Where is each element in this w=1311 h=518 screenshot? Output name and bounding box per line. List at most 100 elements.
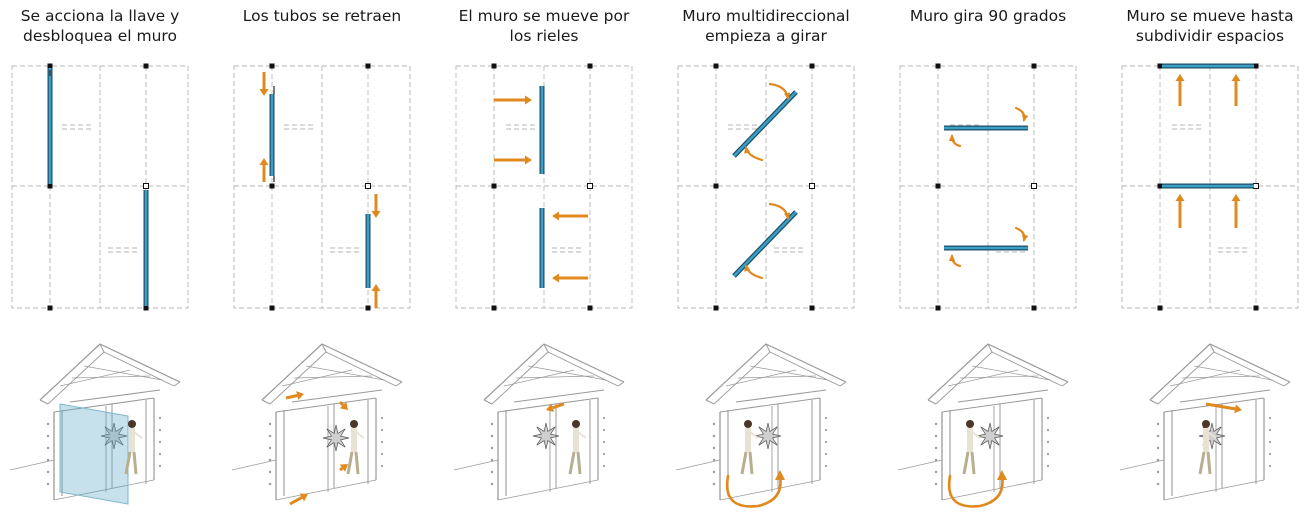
rail-socket <box>824 428 828 432</box>
roof-rafter <box>99 343 181 383</box>
rail-socket <box>1156 446 1160 450</box>
floor-edge <box>941 479 1043 501</box>
roof-purlin <box>959 375 1039 379</box>
rotation-arrow-head <box>1022 234 1029 242</box>
rail-socket <box>268 422 272 426</box>
rotation-arrow-icon <box>947 470 1007 508</box>
roof-beam <box>275 397 377 413</box>
rail-socket <box>712 458 716 462</box>
step-title-line-2: subdividir espacios <box>1135 27 1285 45</box>
step-5: Muro gira 90 grados <box>888 0 1088 518</box>
sculpture-star <box>976 422 1004 450</box>
person-leg <box>568 451 576 475</box>
rotation-arrow-head <box>744 146 751 154</box>
roof-edge <box>39 399 49 405</box>
step-title-line-1: Muro se mueve hasta <box>1126 7 1294 25</box>
roof-rafter <box>483 343 545 401</box>
rotation-arrow-icon <box>744 264 764 280</box>
rail-socket <box>490 446 494 450</box>
floor-edge <box>497 479 599 501</box>
step-title: Los tubos se retraen <box>222 6 422 26</box>
rotation-arrow-head <box>784 92 791 100</box>
structural-post <box>47 305 53 311</box>
rail-socket <box>380 464 384 468</box>
orange-arrow-icon <box>494 95 532 105</box>
rail-socket <box>490 458 494 462</box>
arrow-head <box>1231 74 1241 81</box>
person-leg <box>970 451 976 475</box>
roof-purlin <box>305 365 385 381</box>
structural-post <box>1253 63 1259 69</box>
rail-socket <box>46 434 50 438</box>
person-arm <box>749 431 759 439</box>
plan-view <box>677 63 855 311</box>
roof-rafter <box>705 343 767 401</box>
rotation-arrow-icon <box>1014 226 1029 242</box>
roof-ridge <box>1209 343 1215 353</box>
structural-post <box>935 305 941 311</box>
roof-edge <box>1283 381 1291 387</box>
ground-line <box>454 459 499 471</box>
step-title: El muro se mueve por los rieles <box>444 6 644 46</box>
plan-grid <box>11 65 189 309</box>
ground-line <box>10 459 55 471</box>
ground-line <box>1120 459 1165 471</box>
rail-socket <box>712 434 716 438</box>
pavilion-structure <box>10 343 181 501</box>
arrow-head <box>525 155 532 165</box>
wall-panel <box>733 211 797 277</box>
orange-arrow-icon <box>1175 194 1185 228</box>
rail-socket <box>268 446 272 450</box>
rail-socket <box>1156 470 1160 474</box>
roof-rafter <box>1149 343 1211 401</box>
sculpture-star <box>322 424 350 452</box>
person-arm <box>971 431 981 439</box>
roof-purlin <box>83 365 163 381</box>
person-head <box>1202 420 1210 428</box>
rail-socket <box>824 452 828 456</box>
roof-ridge <box>987 343 993 353</box>
roof-edge <box>483 399 493 405</box>
structural-post <box>269 183 275 189</box>
step-1: Se acciona la llave y desbloquea el muro <box>0 0 200 518</box>
rail-socket <box>268 482 272 486</box>
roof-edge <box>1149 399 1159 405</box>
rail-socket <box>934 482 938 486</box>
rail-socket <box>934 422 938 426</box>
rail-socket <box>712 470 716 474</box>
person-leg <box>1206 451 1212 475</box>
person-figure <box>962 420 981 475</box>
rail-socket <box>934 434 938 438</box>
roof-rafter <box>765 343 847 383</box>
roof-edge <box>705 399 715 405</box>
roof-rafter <box>321 343 403 383</box>
structural-post <box>587 305 593 311</box>
roof-ridge <box>321 343 327 353</box>
roof-rafter <box>927 343 989 401</box>
ground-line <box>898 459 943 471</box>
roof-purlin <box>971 365 1051 381</box>
orange-arrow-icon <box>259 72 269 96</box>
roof-purlin <box>281 369 353 387</box>
roof-edge <box>261 399 271 405</box>
rail-socket <box>824 464 828 468</box>
person-figure <box>568 420 587 475</box>
rotation-arrow-icon <box>725 470 785 508</box>
arrow-shaft <box>285 394 298 400</box>
roof-beam <box>1179 389 1271 403</box>
roof-beam <box>719 397 821 413</box>
roof-edge <box>839 381 847 387</box>
arrow-shaft <box>339 466 344 472</box>
structural-post <box>587 63 593 69</box>
roof-beam <box>53 397 155 413</box>
pavilion-structure <box>898 343 1069 501</box>
rail-socket <box>602 428 606 432</box>
rail-socket <box>1268 416 1272 420</box>
structural-post <box>1157 305 1163 311</box>
anchor-socket <box>365 183 371 189</box>
roof-purlin <box>71 375 151 379</box>
rail-socket <box>824 416 828 420</box>
person-arm <box>133 431 143 439</box>
plan-view <box>233 63 411 311</box>
rail-socket <box>268 470 272 474</box>
